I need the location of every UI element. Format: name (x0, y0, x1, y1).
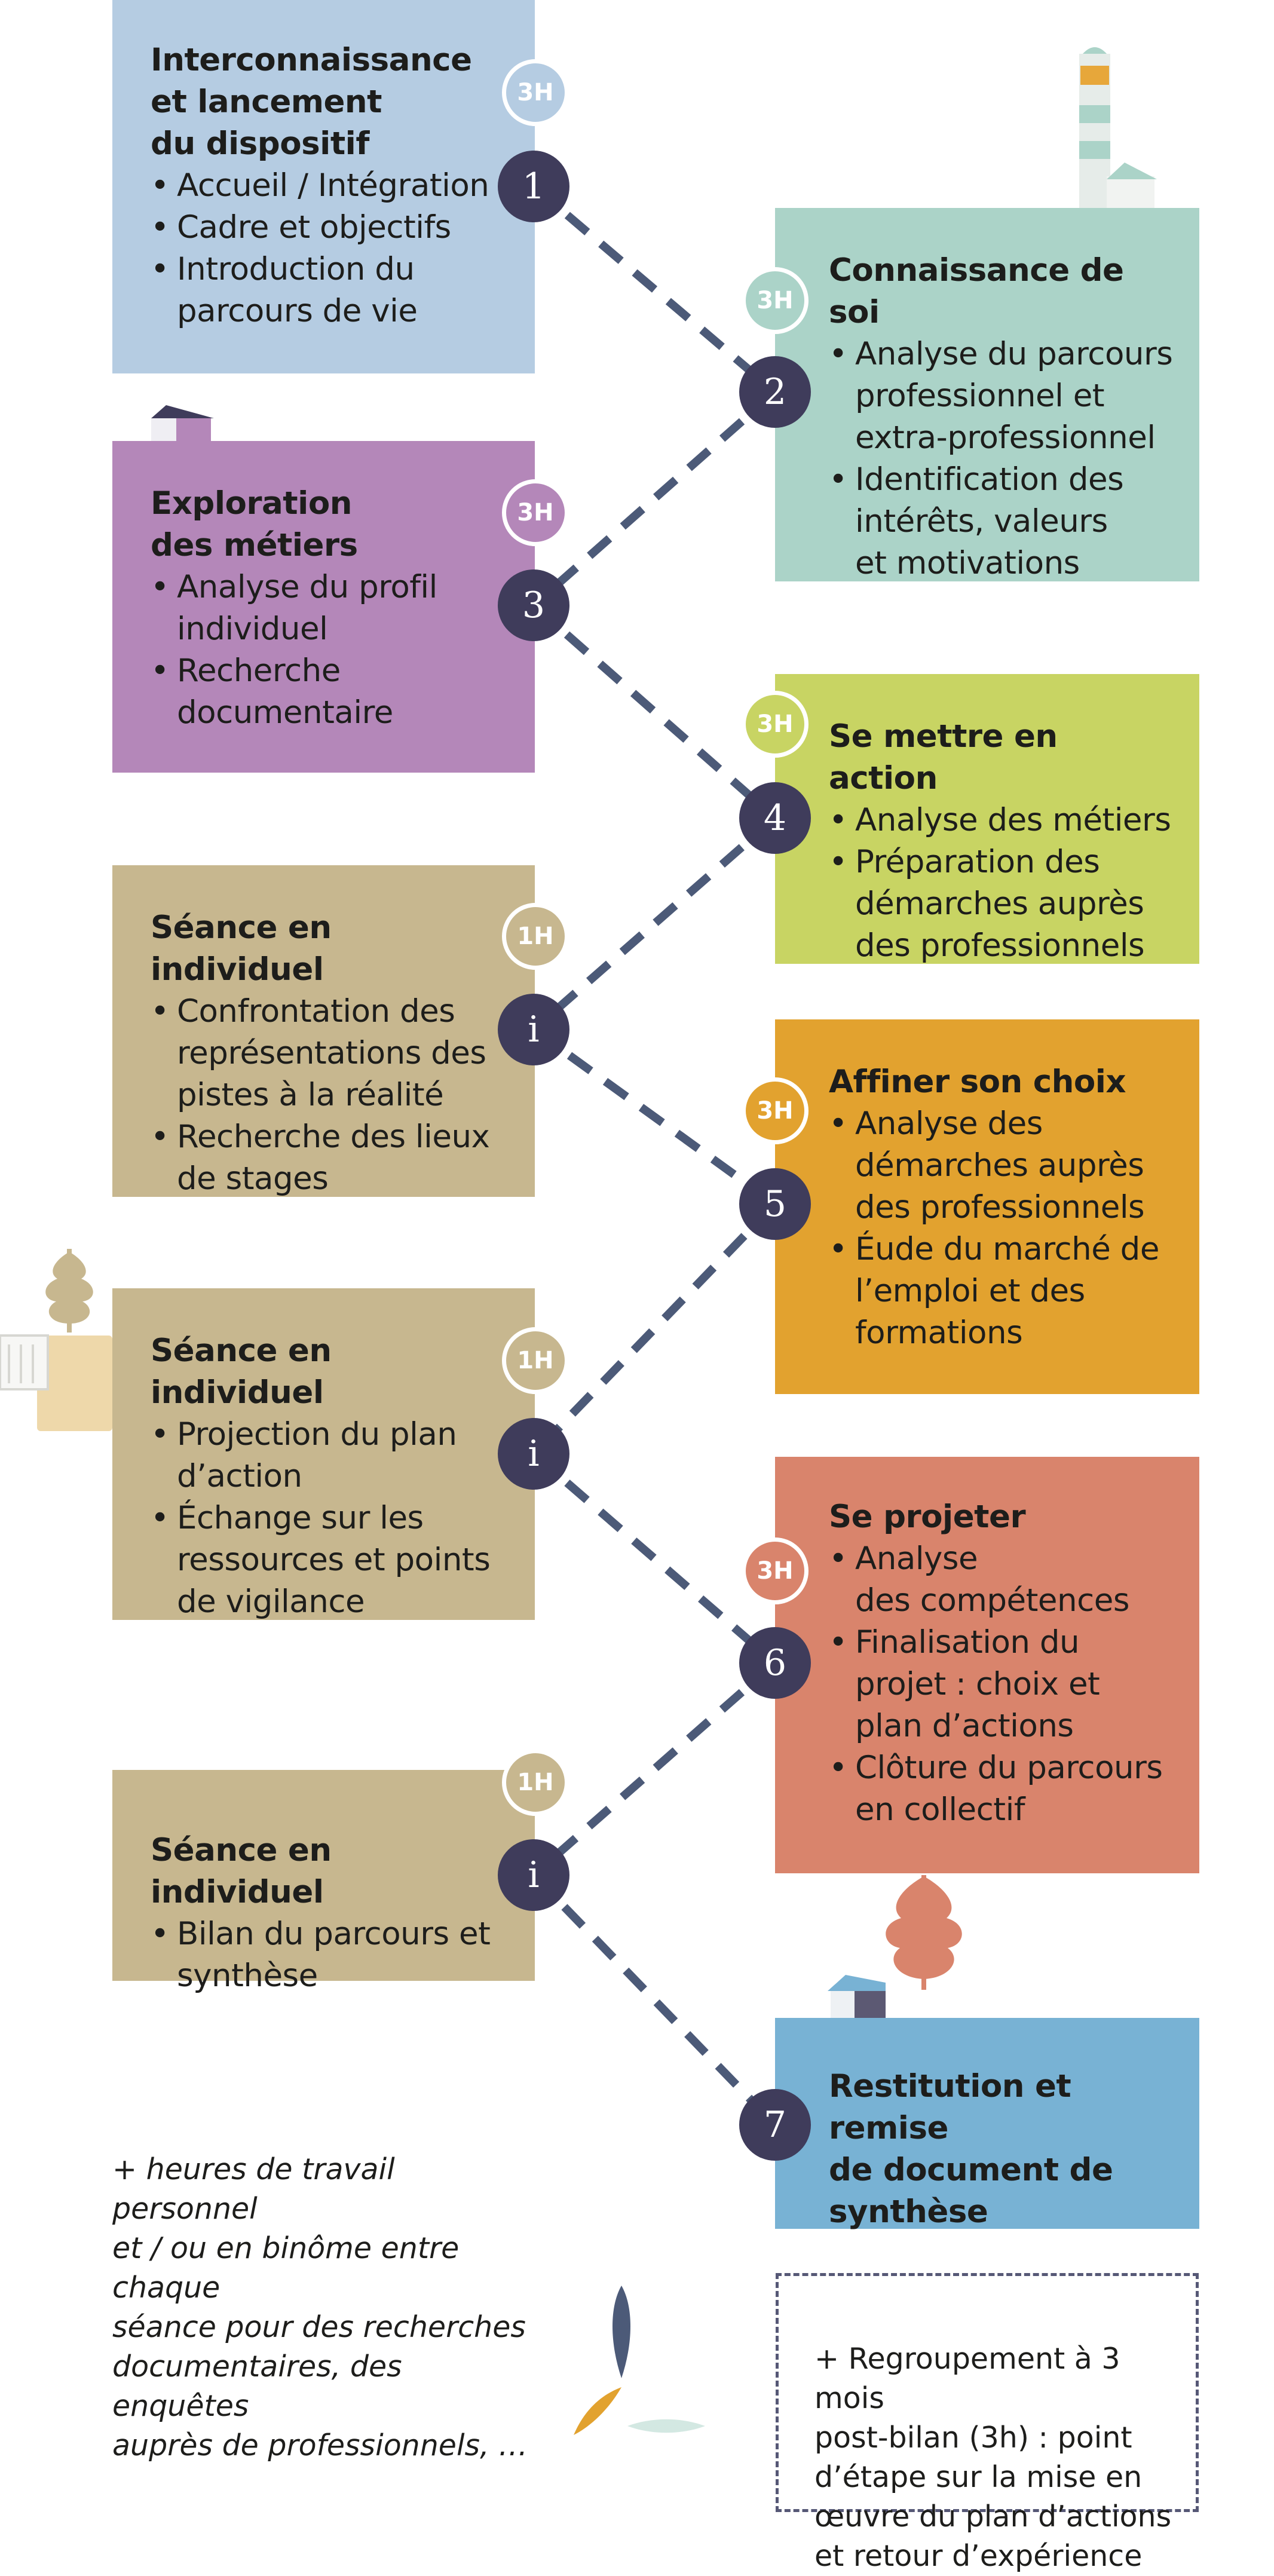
step-node-1: 1 (498, 151, 569, 222)
step-node-3: 3 (498, 569, 569, 641)
duration-badge-5: 3H (742, 1077, 808, 1144)
step-items: Analyse des démarches auprès des profess… (829, 1103, 1175, 1354)
step-title: Restitution et remise de document de syn… (829, 2068, 1113, 2230)
step-items: Confrontation des représentations des pi… (151, 991, 511, 1200)
step-card-4: Se mettre en action Analyse des métiers … (775, 674, 1199, 964)
step-node-2: 2 (739, 356, 811, 428)
step-item: Bilan du parcours et synthèse (151, 1913, 511, 1997)
footnote: + heures de travail personnel et / ou en… (112, 2152, 528, 2462)
step-title: Interconnaissance et lancement du dispos… (151, 42, 472, 162)
connector-i-5 (531, 1026, 778, 1208)
step-item: Cadre et objectifs (151, 207, 511, 249)
step-items: Analyse du parcours professionnel et ext… (829, 333, 1175, 584)
step-title: Séance en individuel (151, 1832, 332, 1910)
step-item: Projection du plan d’action (151, 1414, 511, 1497)
duration-badge-individual-3: 1H (502, 1749, 569, 1816)
connector-i-7 (530, 1872, 779, 2128)
duration-badge-individual-1: 1H (502, 903, 569, 970)
step-items: Analyse du profil individuel Recherche d… (151, 566, 511, 734)
step-node-6: 6 (739, 1627, 811, 1699)
orange-leaf-icon (886, 1875, 962, 1990)
followup-callout: + Regroupement à 3 mois post-bilan (3h) … (776, 2273, 1199, 2573)
step-title: Séance en individuel (151, 909, 332, 988)
connector-3-4 (531, 602, 778, 822)
step-item: Analyse du parcours professionnel et ext… (829, 333, 1175, 459)
step-card-7: Restitution et remise de document de syn… (775, 2018, 1199, 2230)
step-item: Recherche des lieux de stages (151, 1116, 511, 1200)
house-icon (151, 405, 214, 442)
duration-badge-individual-2: 1H (502, 1327, 569, 1394)
step-card-individual-2: Séance en individuel Projection du plan … (112, 1288, 535, 1620)
connector-6-i (531, 1659, 778, 1879)
step-node-5: 5 (739, 1168, 811, 1240)
step-card-6: Se projeter Analyse des compétences Fina… (775, 1457, 1199, 1873)
step-item: Analyse des démarches auprès des profess… (829, 1103, 1175, 1229)
step-title: Se projeter (829, 1499, 1026, 1535)
step-items: Accueil / Intégration Cadre et objectifs… (151, 165, 511, 332)
step-items: Projection du plan d’action Échange sur … (151, 1414, 511, 1623)
duration-badge-1: 3H (502, 59, 569, 126)
step-node-4: 4 (739, 782, 811, 854)
step-item: Introduction du parcours de vie (151, 249, 511, 332)
connector-layer (0, 47, 1157, 2435)
step-item: Clôture du parcours en collectif (829, 1747, 1175, 1831)
step-item: Accueil / Intégration (151, 165, 511, 207)
lighthouse-icon (1079, 47, 1157, 209)
step-title: Affiner son choix (829, 1064, 1126, 1100)
duration-badge-6: 3H (742, 1537, 808, 1604)
info-node-3: i (498, 1839, 569, 1911)
step-title: Exploration des métiers (151, 485, 358, 563)
step-card-individual-3: Séance en individuel Bilan du parcours e… (112, 1770, 535, 1994)
duration-badge-4: 3H (742, 691, 808, 758)
connector-2-3 (531, 388, 778, 609)
step-title: Connaissance de soi (829, 252, 1124, 330)
step-card-2: Connaissance de soi Analyse du parcours … (775, 208, 1199, 581)
step-item: Finalisation du projet : choix et plan d… (829, 1622, 1175, 1747)
step-card-1: Interconnaissance et lancement du dispos… (112, 0, 535, 373)
step-items: Analyse des compétences Finalisation du … (829, 1538, 1175, 1831)
followup-text: + Regroupement à 3 mois post-bilan (3h) … (814, 2342, 1172, 2573)
oak-leaf-icon (0, 1249, 112, 1431)
step-item: Analyse des compétences (829, 1538, 1175, 1622)
step-item: Confrontation des représentations des pi… (151, 991, 511, 1116)
house-icon (828, 1975, 886, 2018)
step-item: Analyse du profil individuel (151, 566, 511, 650)
connector-1-2 (531, 183, 778, 396)
step-card-3: Exploration des métiers Analyse du profi… (112, 441, 535, 773)
connector-4-i (531, 814, 778, 1033)
step-item: Recherche documentaire (151, 650, 511, 734)
step-card-5: Affiner son choix Analyse des démarches … (775, 1019, 1199, 1394)
info-node-1: i (498, 994, 569, 1065)
step-node-7: 7 (739, 2089, 811, 2161)
step-item: Identification des intérêts, valeurs et … (829, 459, 1175, 584)
step-item: Éude du marché de l’emploi et des format… (829, 1229, 1175, 1354)
duration-badge-3: 3H (502, 479, 569, 546)
step-card-individual-1: Séance en individuel Confrontation des r… (112, 865, 535, 1197)
propeller-icon (574, 2286, 705, 2435)
info-node-2: i (498, 1418, 569, 1490)
step-items: Bilan du parcours et synthèse (151, 1913, 511, 1997)
step-item: Échange sur les ressources et points de … (151, 1497, 511, 1623)
step-item: Préparation des démarches auprès des pro… (829, 841, 1175, 967)
step-title: Séance en individuel (151, 1333, 332, 1411)
step-item: Analyse des métiers (829, 800, 1175, 841)
connector-5-i (530, 1201, 779, 1457)
connector-i-6 (531, 1450, 778, 1667)
step-title: Se mettre en action (829, 718, 1058, 797)
duration-badge-2: 3H (742, 267, 808, 334)
step-items: Analyse des métiers Préparation des déma… (829, 800, 1175, 967)
